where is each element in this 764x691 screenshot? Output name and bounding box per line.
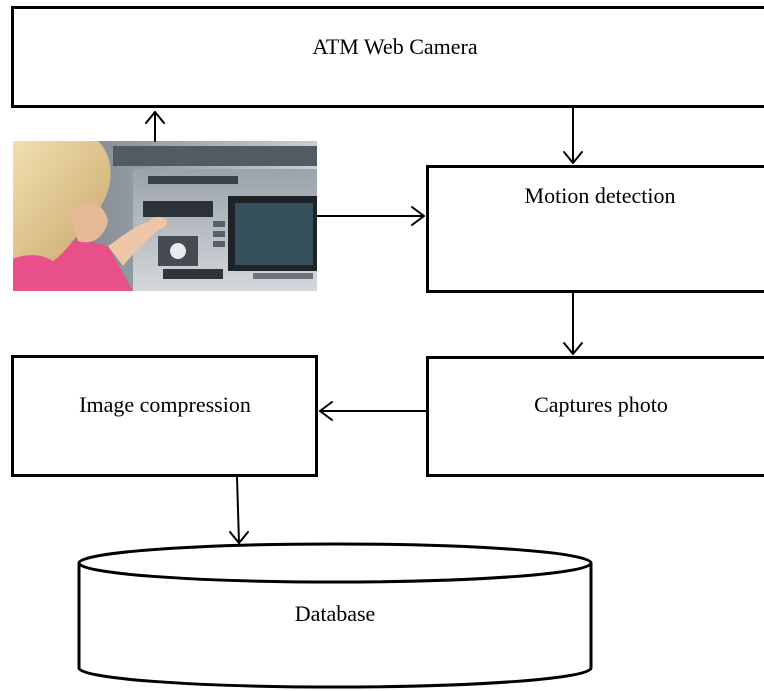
node-database-cylinder xyxy=(77,542,593,689)
edge-photo-to-camera xyxy=(145,111,165,142)
node-motion-detection-label: Motion detection xyxy=(524,183,676,208)
edge-photo-to-motion xyxy=(316,206,425,226)
node-captures-photo-label: Captures photo xyxy=(534,392,668,417)
edge-compression-to-database xyxy=(229,476,249,544)
edge-motion-to-capture xyxy=(563,292,583,355)
node-atm-web-camera xyxy=(11,6,764,108)
node-image-compression-label: Image compression xyxy=(79,392,251,417)
edge-capture-to-compression xyxy=(319,401,427,421)
node-captures-photo xyxy=(426,356,764,477)
node-motion-detection xyxy=(426,165,764,293)
node-atm-web-camera-label: ATM Web Camera xyxy=(312,34,478,59)
node-image-compression xyxy=(11,355,318,477)
atm-user-photo xyxy=(13,141,317,291)
node-database-label: Database xyxy=(294,601,376,626)
edge-camera-to-motion xyxy=(563,107,583,164)
